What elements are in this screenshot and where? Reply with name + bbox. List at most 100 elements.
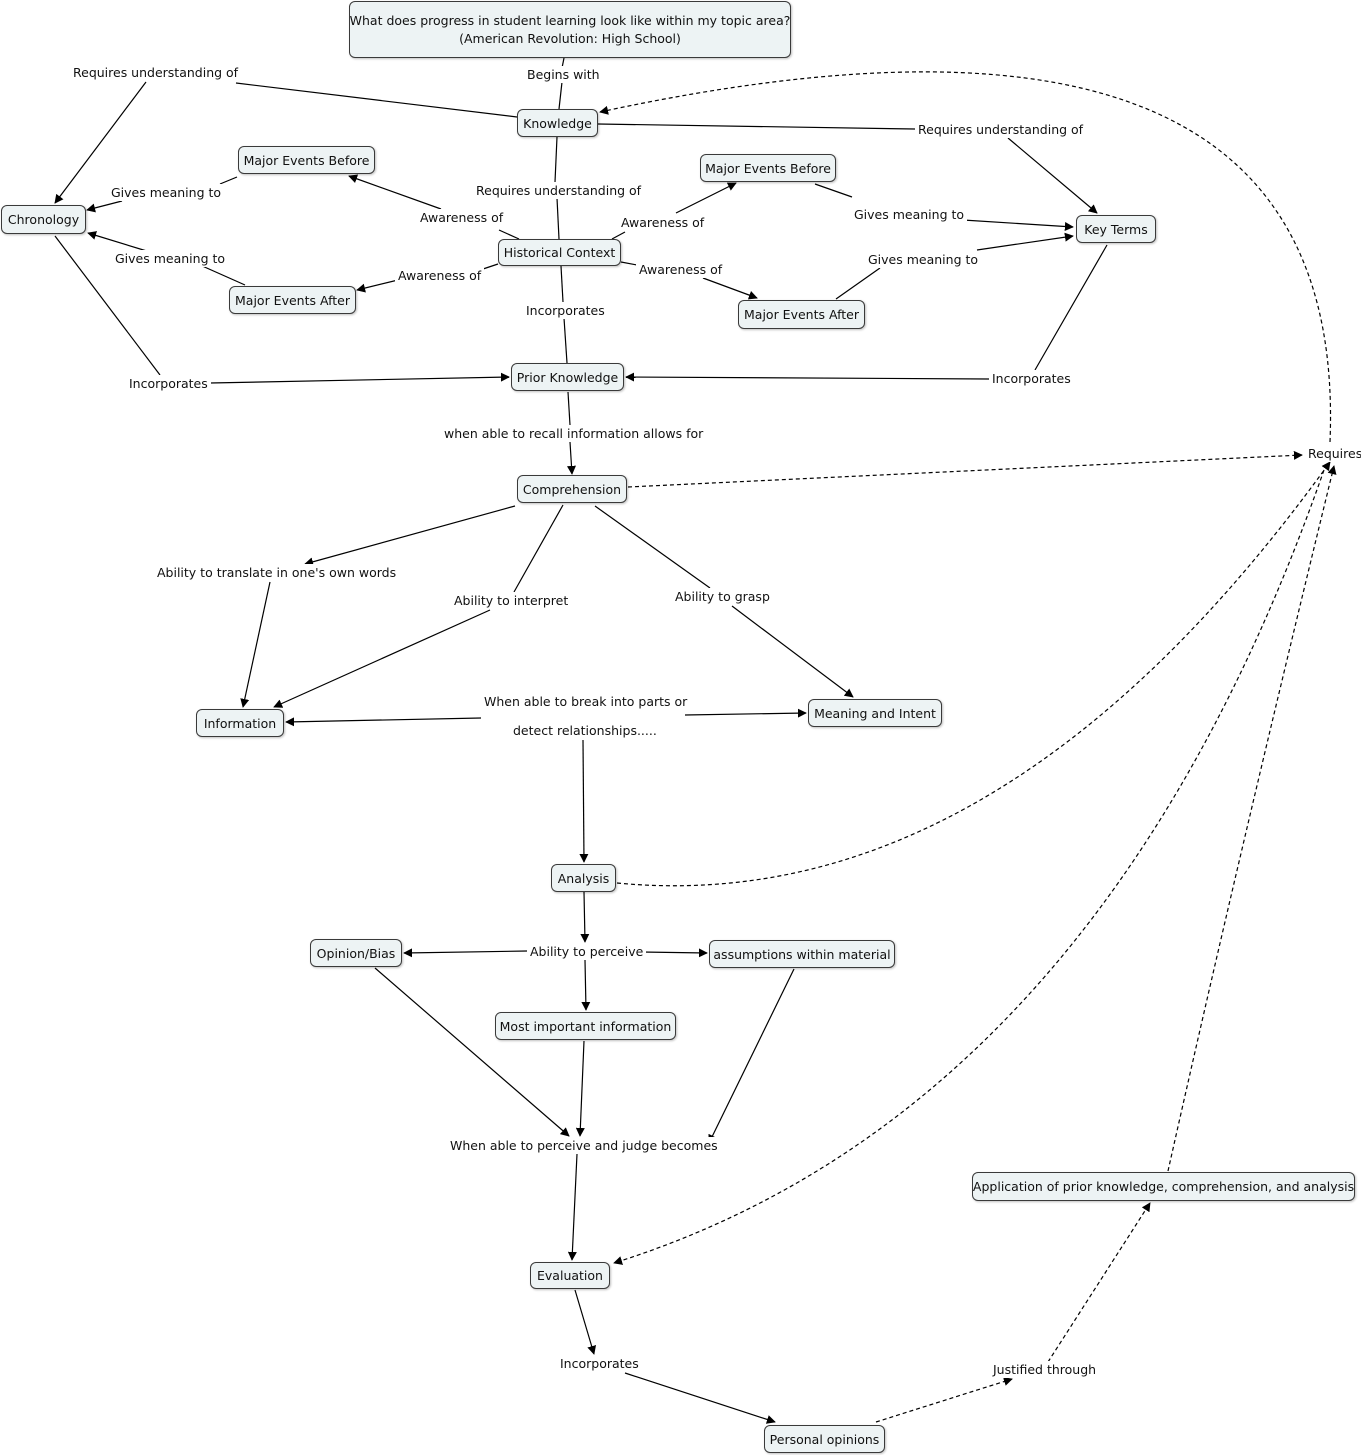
- comprehension-to-translate: [304, 505, 516, 567]
- knowledge-node: Knowledge: [517, 109, 598, 137]
- evaluation-node: Evaluation: [530, 1262, 610, 1289]
- comprehension-to-grasp: [594, 505, 711, 589]
- title-line-2: (American Revolution: High School): [459, 30, 681, 46]
- major-events-before-left-node: Major Events Before: [238, 146, 375, 174]
- major-events-after-left-node: Major Events After: [229, 286, 356, 314]
- perceive-judge-to-evaluation: [567, 1153, 578, 1261]
- incorporates-right-to-prior-knowledge: [625, 372, 990, 382]
- title-line-1: What does progress in student learning l…: [349, 12, 791, 28]
- interpret-label: Ability to interpret: [451, 592, 572, 609]
- gives-1-to-chronology: [86, 200, 123, 213]
- key-terms-node: Key Terms: [1076, 215, 1156, 243]
- evaluation-to-incorporates: [574, 1289, 597, 1355]
- opinion-bias-to-perceive-judge: [374, 967, 570, 1137]
- gives-meaning-label-3: Gives meaning to: [851, 206, 968, 223]
- personal-opinions-node: Personal opinions: [764, 1425, 885, 1453]
- awareness-of-label-1: Awareness of: [417, 209, 507, 226]
- personal-opinions-to-justified: [875, 1377, 1013, 1423]
- req-right-to-key-terms: [1007, 137, 1098, 214]
- interpret-to-information: [273, 609, 491, 708]
- chronology-to-incorporates-left: [54, 235, 161, 376]
- most-important-to-perceive-judge: [575, 1040, 585, 1137]
- requires-understanding-mid-label: Requires understanding of: [473, 182, 645, 199]
- before-right-to-gives-3: [814, 183, 853, 198]
- application-node: Application of prior knowledge, comprehe…: [972, 1172, 1355, 1201]
- recall-to-comprehension: [567, 441, 576, 475]
- hc-to-awareness-1: [498, 229, 520, 240]
- begins-with-to-knowledge: [558, 81, 563, 110]
- translate-to-information: [240, 581, 271, 708]
- hc-to-awareness-2: [611, 231, 626, 240]
- incorporates-right-label: Incorporates: [989, 370, 1074, 387]
- incorporates-to-prior-knowledge: [563, 317, 568, 364]
- title-node: What does progress in student learning l…: [349, 1, 791, 58]
- comprehension-to-requires: [627, 450, 1303, 488]
- prior-knowledge-to-recall: [567, 391, 571, 426]
- incorporates-to-personal-opinions: [624, 1372, 776, 1424]
- awareness-3-to-after-left: [356, 279, 399, 293]
- gives-2-to-chronology: [87, 231, 151, 253]
- chronology-node: Chronology: [1, 205, 86, 234]
- break-parts-to-information: [285, 717, 482, 727]
- justified-through-label: Justified through: [990, 1361, 1100, 1378]
- assumptions-to-perceive-judge: [708, 968, 795, 1144]
- break-parts-label-2: detect relationships.....: [510, 722, 660, 739]
- analysis-to-perceive: [580, 891, 590, 943]
- after-left-to-gives-2: [199, 264, 246, 286]
- hc-to-incorporates: [560, 265, 564, 303]
- req-left-to-chronology: [54, 81, 147, 204]
- begins-with-label: Begins with: [524, 66, 603, 83]
- gives-4-to-key-terms: [976, 232, 1074, 251]
- req-mid-to-historical-context: [556, 197, 560, 240]
- knowledge-to-req-left: [235, 82, 518, 118]
- grasp-to-meaning: [731, 605, 854, 698]
- assumptions-node: assumptions within material: [709, 940, 895, 968]
- break-parts-label-1: When able to break into parts or: [481, 693, 691, 710]
- awareness-of-label-2: Awareness of: [618, 214, 708, 231]
- requires-label: Requires: [1305, 445, 1361, 462]
- knowledge-to-req-right: [597, 123, 916, 130]
- historical-context-node: Historical Context: [498, 239, 621, 266]
- meaning-and-intent-node: Meaning and Intent: [808, 699, 942, 727]
- awareness-4-to-after-right: [702, 277, 758, 300]
- grasp-label: Ability to grasp: [672, 588, 773, 605]
- perceive-label: Ability to perceive: [527, 943, 647, 960]
- perceive-to-opinion-bias: [403, 948, 528, 958]
- incorporates-eval-label: Incorporates: [557, 1355, 642, 1372]
- break-parts-to-analysis: [579, 739, 589, 863]
- awareness-of-label-3: Awareness of: [395, 267, 485, 284]
- justified-to-application: [1047, 1202, 1151, 1363]
- key-terms-to-incorporates-right: [1034, 244, 1108, 371]
- major-events-after-right-node: Major Events After: [738, 300, 865, 329]
- most-important-information-node: Most important information: [495, 1012, 676, 1040]
- translate-label: Ability to translate in one's own words: [154, 564, 400, 581]
- gives-meaning-label-4: Gives meaning to: [865, 251, 982, 268]
- awareness-1-to-before-left: [348, 174, 442, 210]
- requires-to-knowledge: [599, 71, 1332, 443]
- opinion-bias-node: Opinion/Bias: [310, 939, 402, 967]
- incorporates-hc-label: Incorporates: [523, 302, 608, 319]
- comprehension-node: Comprehension: [517, 475, 627, 503]
- break-parts-to-meaning: [684, 708, 807, 718]
- requires-understanding-right-label: Requires understanding of: [915, 121, 1087, 138]
- comprehension-to-interpret: [513, 504, 564, 593]
- awareness-of-label-4: Awareness of: [636, 261, 726, 278]
- after-right-to-gives-4: [835, 267, 881, 300]
- analysis-node: Analysis: [551, 864, 616, 892]
- prior-knowledge-node: Prior Knowledge: [511, 363, 624, 391]
- gives-meaning-label-2: Gives meaning to: [112, 250, 229, 267]
- knowledge-to-req-mid: [554, 136, 558, 183]
- application-to-requires: [1167, 465, 1337, 1172]
- information-node: Information: [196, 709, 284, 737]
- requires-understanding-left-label: Requires understanding of: [70, 64, 242, 81]
- gives-3-to-key-terms: [962, 219, 1074, 231]
- perceive-to-assumptions: [640, 948, 708, 958]
- gives-meaning-label-1: Gives meaning to: [108, 184, 225, 201]
- analysis-to-requires: [616, 461, 1331, 887]
- recall-label: when able to recall information allows f…: [441, 425, 707, 442]
- perceive-to-most-important: [581, 959, 591, 1011]
- perceive-judge-label: When able to perceive and judge becomes: [447, 1137, 721, 1154]
- major-events-before-right-node: Major Events Before: [700, 154, 836, 182]
